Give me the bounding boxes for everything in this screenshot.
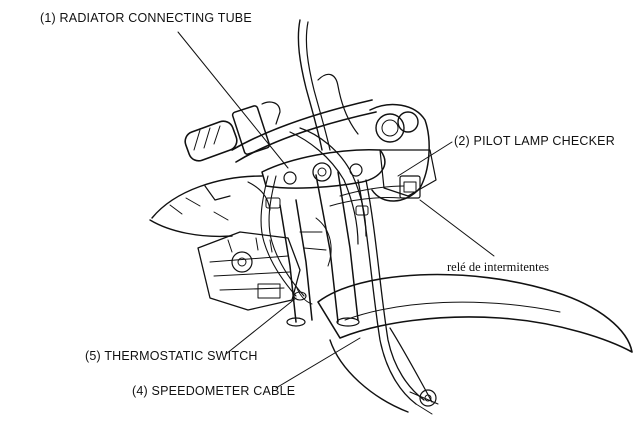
engine-block	[197, 231, 301, 311]
label-speedometer-cable: (4) SPEEDOMETER CABLE	[132, 384, 296, 398]
leader-lines	[177, 31, 495, 389]
leader-rele	[419, 199, 495, 257]
handlebar	[184, 99, 377, 163]
wiring-cables	[247, 19, 425, 405]
front-fork	[279, 171, 360, 327]
label-radiator-connecting-tube: (1) RADIATOR CONNECTING TUBE	[40, 11, 252, 25]
leader-thermostatic	[225, 297, 297, 355]
leader-pilot-lamp	[397, 141, 453, 177]
front-wheel	[329, 327, 439, 415]
frame-body	[149, 175, 263, 238]
front-fender	[317, 273, 633, 353]
label-thermostatic-switch: (5) THERMOSTATIC SWITCH	[85, 349, 258, 363]
instrument-cluster	[369, 103, 437, 202]
label-pilot-lamp-checker: (2) PILOT LAMP CHECKER	[454, 134, 615, 148]
leader-radiator-tube	[177, 31, 289, 169]
leader-speedometer	[275, 337, 361, 389]
label-rele-intermitentes: relé de intermitentes	[447, 260, 550, 274]
